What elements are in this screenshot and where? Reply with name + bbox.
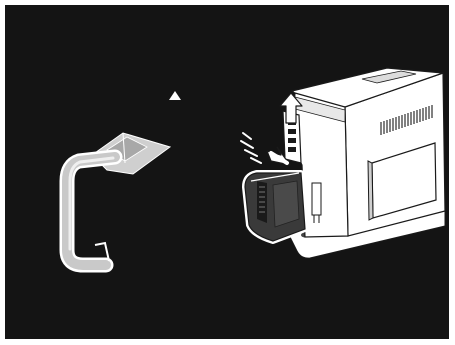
instruction-illustration <box>5 5 449 339</box>
illustration-canvas <box>5 5 449 339</box>
coffee-grounds-container <box>245 173 305 241</box>
coffee-machine <box>241 68 445 258</box>
triangle-up-icon <box>169 91 181 100</box>
drip-tray-handle <box>67 133 170 265</box>
arrow-down-left-icon <box>241 133 290 165</box>
